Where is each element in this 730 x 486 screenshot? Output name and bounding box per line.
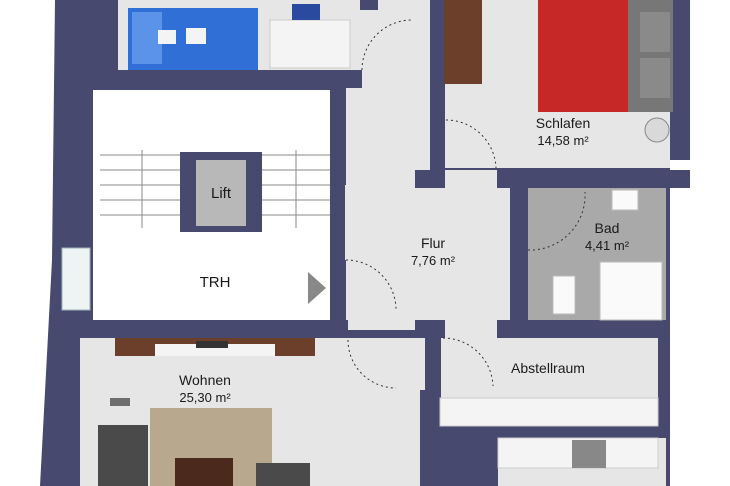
entry-arrow-icon [308,272,326,304]
armchair [256,463,310,486]
tv [196,341,228,348]
lift-car [196,160,246,226]
flur-area: 7,76 m² [411,253,456,268]
kids-bed [128,8,258,70]
staircase [100,150,330,228]
door-swings [345,19,586,389]
tv-board-front [155,344,275,356]
abstellraum-label: Abstellraum [511,360,585,376]
toilet [552,275,576,315]
schlafen-area: 14,58 m² [537,133,589,148]
interior-walls [86,0,690,438]
hallway-cabinet [444,0,482,84]
stove [572,440,606,468]
lift-label: Lift [211,185,232,202]
wohnen-area: 25,30 m² [179,390,231,405]
trh-label: TRH [200,274,231,291]
wohnen-label: Wohnen [179,372,231,388]
bad-area: 4,41 m² [585,238,630,253]
kids-desk [269,19,351,69]
side-object [110,398,130,406]
sink [611,189,639,211]
bad-label: Bad [595,220,620,236]
double-bed [538,0,673,143]
sofa-left [98,425,148,486]
schlafen-label: Schlafen [536,115,590,131]
coffee-table [175,458,233,486]
flur-label: Flur [421,235,445,251]
storage-shelf [439,397,659,427]
kids-toy [292,4,320,20]
bathtub [599,261,663,321]
staircase-window [61,247,91,311]
